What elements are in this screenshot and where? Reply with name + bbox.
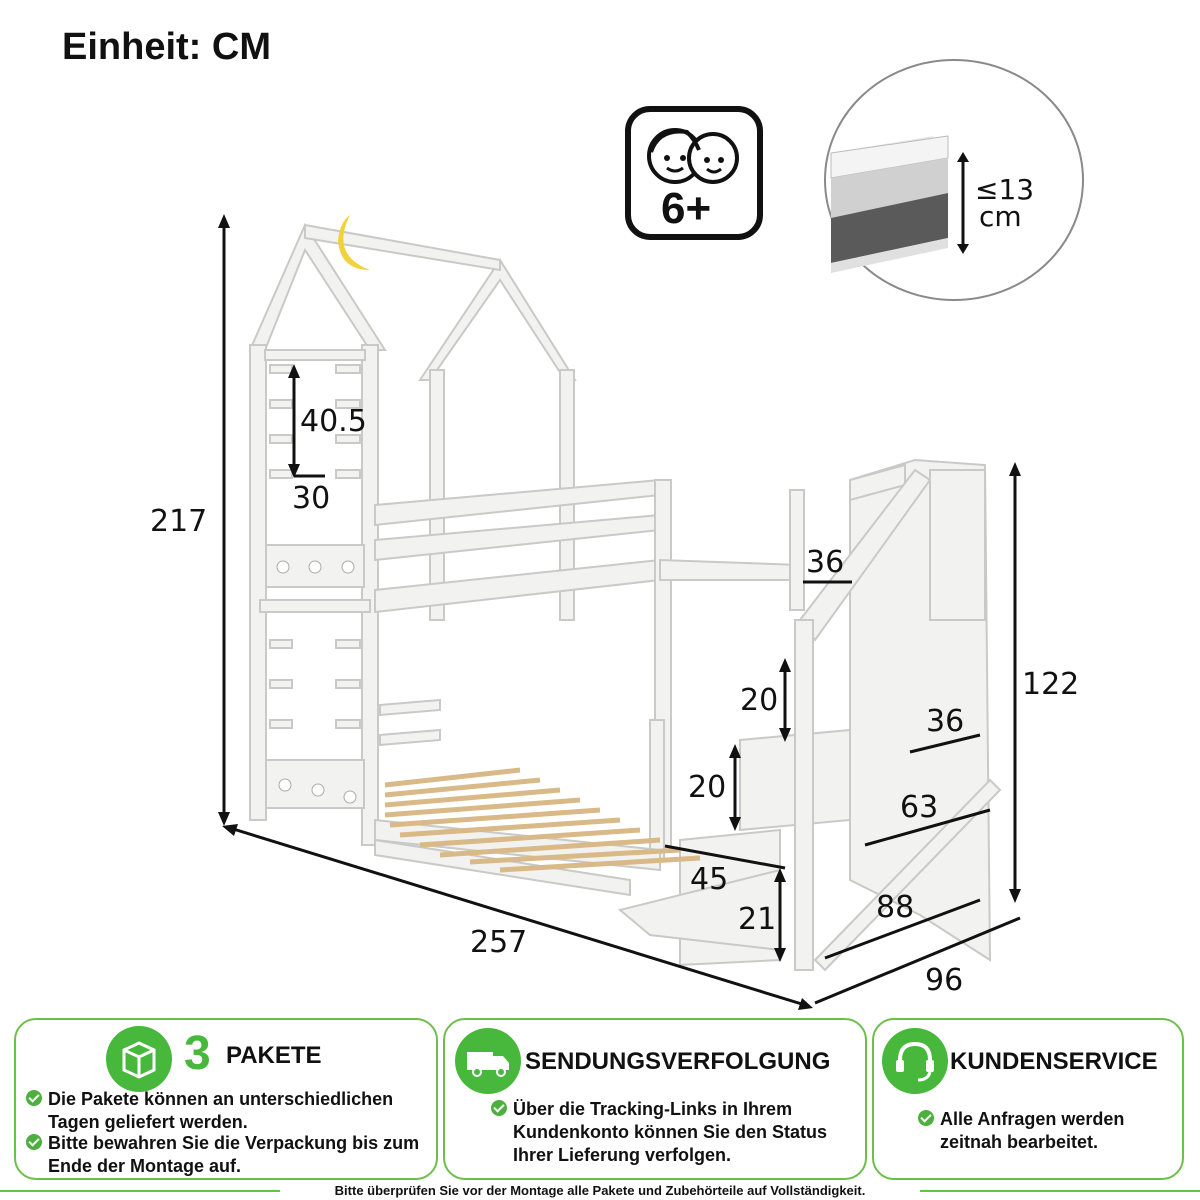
service-title: KUNDENSERVICE <box>950 1048 1158 1075</box>
packages-item-2: Bitte bewahren Sie die Verpackung bis zu… <box>26 1132 448 1178</box>
mattress-image <box>830 135 949 273</box>
dimension-lines <box>222 222 1021 1007</box>
dim-stair-length: 63 <box>900 790 939 825</box>
age-label: 6+ <box>661 184 712 233</box>
service-item-1: Alle Anfragen werden zeitnah bearbeitet. <box>918 1108 1180 1154</box>
tracking-panel: SENDUNGSVERFOLGUNG Über die Tracking-Lin… <box>443 1018 867 1180</box>
moon-decoration <box>338 215 370 270</box>
dim-stair-base: 88 <box>876 890 915 925</box>
service-panel: KUNDENSERVICE Alle Anfragen werden zeitn… <box>872 1018 1184 1180</box>
tracking-title: SENDUNGSVERFOLGUNG <box>525 1048 831 1075</box>
mattress-thickness-callout <box>823 58 1085 302</box>
dim-step-width: 45 <box>690 862 729 897</box>
unit-title: Einheit: CM <box>62 26 271 68</box>
dim-width: 96 <box>925 963 964 998</box>
dim-window-height: 40.5 <box>300 404 367 439</box>
mattress-height-unit: cm <box>979 200 1022 233</box>
dim-guard-gap: 36 <box>806 545 845 580</box>
dimension-arrowheads <box>218 214 1021 1010</box>
children-icon <box>625 106 763 240</box>
age-badge: 6+ <box>625 106 763 240</box>
package-box-icon <box>106 1026 172 1092</box>
check-icon <box>491 1100 507 1116</box>
dim-step-height-lower: 20 <box>688 770 727 805</box>
package-count: 3 <box>184 1027 211 1080</box>
dim-total-height: 217 <box>150 504 208 539</box>
dim-bottom-step-height: 21 <box>738 902 777 937</box>
bed-slats <box>384 767 701 873</box>
dim-stair-height: 122 <box>1022 667 1080 702</box>
packages-panel: 3 PAKETE Die Pakete können an unterschie… <box>14 1018 438 1180</box>
footer-note: Bitte überprüfen Sie vor der Montage all… <box>0 1181 1200 1200</box>
dim-window-width: 30 <box>292 481 331 516</box>
check-icon <box>26 1134 42 1150</box>
mattress-height-label: ≤13 cm <box>975 173 1035 233</box>
mattress-height-value: ≤13 <box>975 173 1035 206</box>
dim-step-height-upper: 20 <box>740 683 779 718</box>
star-decorations <box>276 560 357 804</box>
dim-length: 257 <box>470 925 528 960</box>
dim-step-depth: 36 <box>926 704 965 739</box>
packages-title: PAKETE <box>226 1042 322 1069</box>
packages-item-1: Die Pakete können an unterschiedlichen T… <box>26 1088 448 1134</box>
check-icon <box>26 1090 42 1106</box>
check-icon <box>918 1110 934 1126</box>
bunk-bed-illustration <box>218 214 1021 1010</box>
tracking-item-1: Über die Tracking-Links in Ihrem Kundenk… <box>491 1098 853 1167</box>
delivery-truck-icon <box>455 1028 521 1094</box>
headset-icon <box>882 1028 948 1094</box>
